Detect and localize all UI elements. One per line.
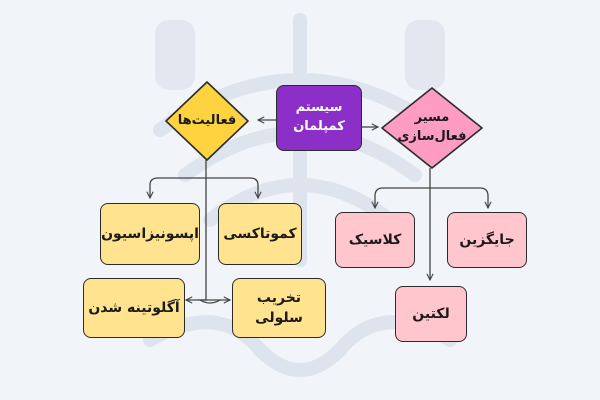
node-complement-system-label: سیستم کمپلمان	[293, 100, 345, 134]
node-opsonization: اپسونیزاسیون	[100, 203, 200, 265]
node-cell-lysis-label: تخریب سلولی	[255, 289, 303, 326]
node-alternative: جایگزین	[447, 212, 527, 268]
node-agglutination-label: آگلوتینه شدن	[88, 299, 180, 316]
node-chemotaxis: کموتاکسی	[218, 203, 302, 265]
node-lectin-label: لکتین	[412, 305, 450, 322]
node-cell-lysis: تخریب سلولی	[232, 278, 326, 338]
node-agglutination: آگلوتینه شدن	[83, 278, 185, 338]
node-activation-pathway-label: مسیر فعال‌سازی	[397, 110, 467, 144]
node-activities: فعالیت‌ها	[164, 80, 250, 162]
diamond-shape	[165, 81, 249, 161]
node-classical-label: کلاسیک	[348, 231, 402, 248]
node-activation-pathway: مسیر فعال‌سازی	[380, 86, 484, 170]
node-chemotaxis-label: کموتاکسی	[223, 225, 297, 242]
diamond-shape	[381, 87, 483, 169]
node-activities-label: فعالیت‌ها	[177, 112, 237, 128]
node-lectin: لکتین	[395, 286, 467, 342]
node-complement-system: سیستم کمپلمان	[276, 85, 362, 151]
node-alternative-label: جایگزین	[459, 231, 515, 248]
node-classical: کلاسیک	[335, 212, 415, 268]
edge-activities-lower	[197, 178, 221, 304]
edge-activities-trunk	[149, 160, 259, 186]
node-opsonization-label: اپسونیزاسیون	[101, 225, 199, 242]
edge-pathways-trunk	[374, 168, 489, 197]
